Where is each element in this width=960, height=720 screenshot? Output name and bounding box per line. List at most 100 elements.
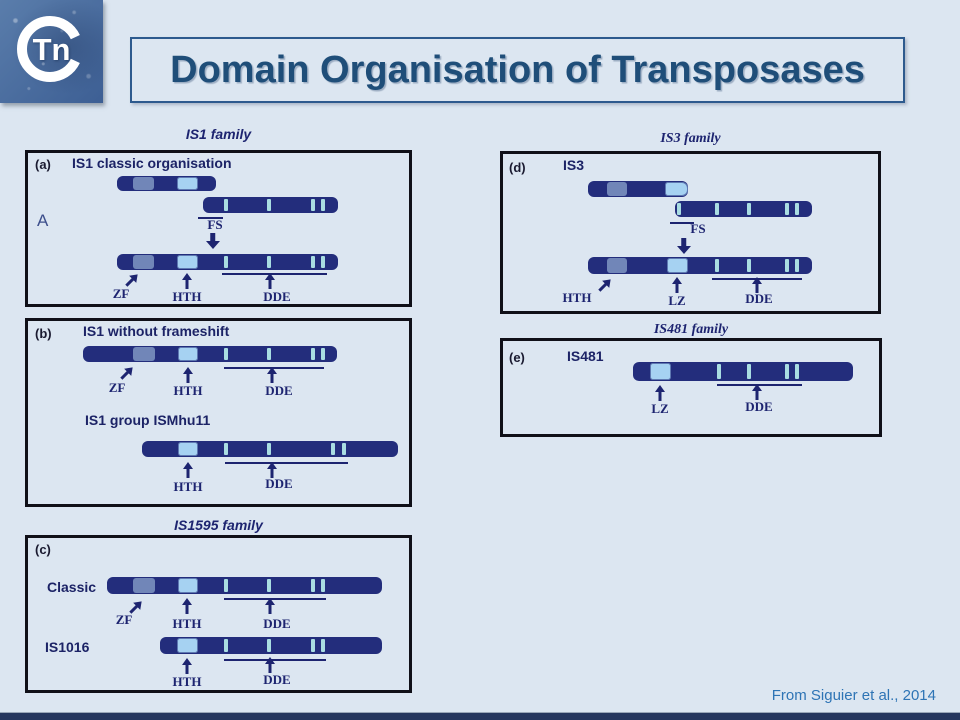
residue-tick bbox=[267, 256, 271, 268]
lz-domain-segment bbox=[665, 182, 688, 196]
lz-domain-segment bbox=[667, 258, 688, 273]
dde-label: DDE bbox=[263, 616, 291, 631]
panel-d: (d) IS3 FS HTH LZ DDE bbox=[500, 151, 881, 314]
residue-tick bbox=[311, 199, 315, 211]
dde-label: DDE bbox=[745, 291, 773, 306]
zf-label: ZF bbox=[108, 380, 126, 395]
lz-arrow bbox=[654, 385, 666, 401]
hth-label: HTH bbox=[172, 674, 202, 689]
orf-a-bar bbox=[117, 176, 216, 191]
hth-arrow bbox=[182, 367, 194, 383]
dde-arrow bbox=[264, 598, 276, 614]
panel-c-row2-heading: IS1016 bbox=[45, 639, 90, 655]
dde-arrow bbox=[264, 273, 276, 289]
residue-tick bbox=[224, 199, 228, 211]
zf-label: ZF bbox=[112, 286, 130, 301]
fs-label: FS bbox=[207, 217, 223, 232]
zf-domain-segment bbox=[133, 578, 155, 593]
residue-tick bbox=[321, 348, 325, 360]
residue-tick bbox=[311, 256, 315, 268]
zf-label: ZF bbox=[115, 612, 133, 627]
residue-tick bbox=[267, 639, 271, 652]
residue-tick bbox=[747, 259, 751, 272]
dde-arrow bbox=[266, 367, 278, 383]
zf-domain-segment bbox=[133, 347, 155, 361]
hth-domain-segment bbox=[607, 182, 627, 196]
hth-label: HTH bbox=[172, 289, 202, 304]
residue-tick bbox=[321, 639, 325, 652]
hth-arrow bbox=[181, 658, 193, 674]
panel-b-row1-heading: IS1 without frameshift bbox=[83, 323, 230, 339]
title-box: Domain Organisation of Transposases bbox=[130, 37, 905, 103]
residue-tick bbox=[321, 199, 325, 211]
transposase-bar bbox=[107, 577, 382, 594]
family-title-is1: IS1 family bbox=[185, 126, 252, 142]
residue-tick bbox=[321, 579, 325, 592]
orf-b-bar bbox=[675, 201, 812, 217]
zf-domain-segment bbox=[133, 255, 154, 269]
transposase-bar bbox=[588, 257, 812, 274]
orf-b-bar bbox=[203, 197, 338, 213]
panel-b-row2-heading: IS1 group ISMhu11 bbox=[85, 412, 211, 428]
residue-tick bbox=[717, 364, 721, 379]
dde-label: DDE bbox=[265, 476, 293, 491]
panel-b: (b) IS1 without frameshift ZF HTH DDE IS… bbox=[25, 318, 412, 507]
hth-label: HTH bbox=[173, 479, 203, 494]
bottom-bar bbox=[0, 712, 960, 720]
residue-tick bbox=[267, 199, 271, 211]
panel-e: (e) IS481 LZ DDE bbox=[500, 338, 882, 437]
hth-label: HTH bbox=[562, 290, 592, 305]
residue-tick bbox=[224, 443, 228, 455]
panel-a: (a) IS1 classic organisation A FS ZF HTH… bbox=[25, 150, 412, 307]
residue-tick bbox=[267, 443, 271, 455]
residue-tick bbox=[715, 259, 719, 272]
family-title-is1595: IS1595 family bbox=[174, 517, 263, 533]
residue-tick bbox=[715, 203, 719, 215]
dde-region-underline bbox=[225, 462, 348, 464]
residue-tick bbox=[321, 256, 325, 268]
panel-c-row1-heading: Classic bbox=[47, 579, 97, 595]
residue-tick bbox=[795, 259, 799, 272]
hth-arrow bbox=[182, 462, 194, 478]
panel-c: (c) Classic ZF HTH DDE IS1016 HTH DDE bbox=[25, 535, 412, 693]
residue-tick bbox=[747, 203, 751, 215]
dde-label: DDE bbox=[745, 399, 773, 414]
hth-domain-segment bbox=[177, 177, 198, 190]
lz-domain-segment bbox=[650, 363, 671, 380]
panel-e-corner-label: (e) bbox=[509, 350, 525, 365]
residue-tick bbox=[747, 364, 751, 379]
fs-underline bbox=[198, 217, 223, 219]
hth-domain-segment bbox=[178, 578, 198, 593]
transposase-bar bbox=[142, 441, 398, 457]
tn-logo: Tn bbox=[0, 0, 103, 103]
residue-tick bbox=[311, 639, 315, 652]
transposase-bar bbox=[633, 362, 853, 381]
hth-arrow bbox=[181, 273, 193, 289]
panel-c-corner-label: (c) bbox=[35, 542, 51, 557]
panel-a-heading: IS1 classic organisation bbox=[72, 155, 232, 171]
residue-tick bbox=[795, 364, 799, 379]
page-title: Domain Organisation of Transposases bbox=[170, 48, 865, 91]
residue-tick bbox=[311, 579, 315, 592]
fs-underline bbox=[670, 222, 694, 224]
residue-tick bbox=[311, 348, 315, 360]
fs-arrow bbox=[206, 233, 220, 249]
panel-b-corner-label: (b) bbox=[35, 326, 52, 341]
c-ring-icon bbox=[17, 16, 83, 82]
hth-domain-segment bbox=[177, 255, 198, 269]
transposase-bar bbox=[83, 346, 337, 362]
orf-a-bar bbox=[588, 181, 688, 197]
panel-d-corner-label: (d) bbox=[509, 160, 526, 175]
hth-arrow bbox=[595, 275, 615, 295]
dde-arrow bbox=[264, 657, 276, 673]
transposase-bar bbox=[117, 254, 338, 270]
hth-arrow bbox=[181, 598, 193, 614]
zf-domain-segment bbox=[133, 177, 154, 190]
residue-tick bbox=[224, 639, 228, 652]
hth-domain-segment bbox=[178, 442, 198, 456]
residue-tick bbox=[677, 203, 681, 215]
lz-label: LZ bbox=[668, 293, 686, 308]
panel-e-heading: IS481 bbox=[567, 348, 604, 364]
hth-domain-segment bbox=[178, 347, 198, 361]
